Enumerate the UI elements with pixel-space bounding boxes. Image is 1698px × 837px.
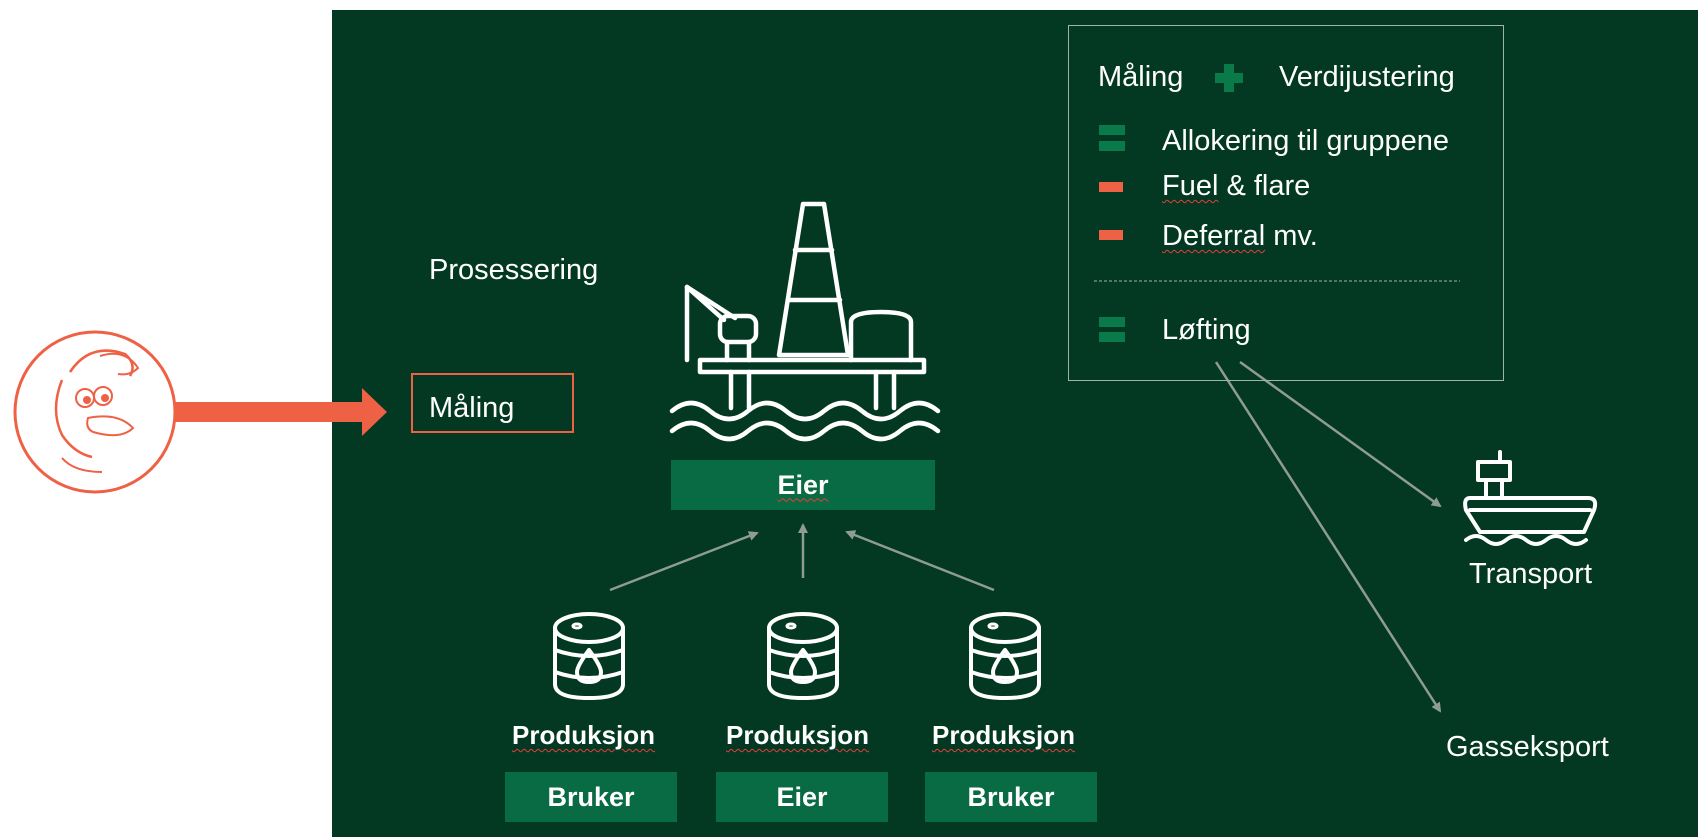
measurement-label: Måling: [429, 392, 515, 424]
arrow-source-1: [609, 531, 759, 592]
oil-barrel-icon: [969, 612, 1041, 700]
arrow-to-transport: [1239, 360, 1442, 508]
arrow-source-3: [845, 530, 995, 592]
measurement-highlight-box: [411, 373, 574, 433]
legend-lifting-label: Løfting: [1162, 314, 1251, 346]
source-3-caption: Produksjon: [932, 720, 1076, 750]
transport-label: Transport: [1469, 558, 1593, 590]
oil-barrel-icon: [767, 612, 839, 700]
source-3-role: Bruker: [967, 781, 1055, 812]
legend-allocation-label: Allokering til gruppene: [1162, 125, 1449, 157]
processing-label: Prosessering: [429, 254, 599, 286]
platform-owner-label: Eier: [777, 469, 829, 500]
source-2-caption: Produksjon: [726, 720, 870, 750]
legend-fuel-flare-label: Fuel & flare: [1162, 170, 1311, 202]
platform-owner-box: Eier: [671, 460, 935, 510]
source-1-role: Bruker: [547, 781, 635, 812]
source-1-caption: Produksjon: [512, 720, 656, 750]
oil-barrel-icon: [553, 612, 625, 700]
legend-deferral-label: Deferral mv.: [1162, 220, 1318, 252]
source-2-role-box: Eier: [716, 772, 888, 822]
legend-value-adjustment-label: Verdijustering: [1279, 61, 1455, 93]
gas-export-label: Gasseksport: [1446, 731, 1609, 763]
source-3-role-box: Bruker: [925, 772, 1097, 822]
legend-measurement-label: Måling: [1098, 61, 1184, 93]
source-2-role: Eier: [776, 781, 828, 812]
arrow-to-gas-export: [1214, 361, 1442, 713]
legend-box: [1068, 25, 1504, 381]
source-1-role-box: Bruker: [505, 772, 677, 822]
